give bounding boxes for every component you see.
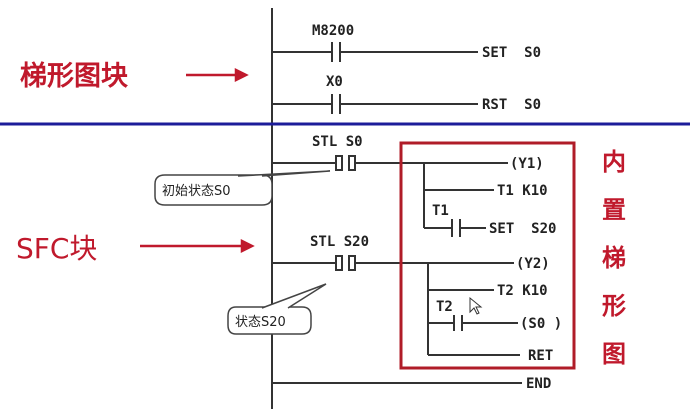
- branch-s20: [427, 263, 520, 356]
- rung-2: [272, 94, 478, 114]
- contact-label: T2: [436, 299, 453, 315]
- ladder-lines: [271, 8, 522, 409]
- arrow-icon: [186, 67, 249, 83]
- label-char: 内: [602, 148, 626, 176]
- ladder-block-label: 梯形图块: [20, 61, 129, 92]
- output-label: T1 K10: [497, 183, 548, 199]
- label-char: 图: [602, 340, 626, 368]
- output-label: (Y2): [516, 256, 550, 272]
- output-label: SET S20: [489, 221, 556, 237]
- sfc-block-label: SFC块: [16, 232, 97, 265]
- arrow-icon: [140, 238, 255, 254]
- output-label: SET S0: [482, 45, 541, 61]
- stl-contact-s20: [335, 255, 343, 271]
- built-in-ladder-label: 内 置 梯 形 图: [602, 148, 626, 368]
- output-label: RET: [528, 348, 553, 364]
- callout-bubble: [227, 306, 312, 335]
- callout-bubble: [154, 174, 273, 206]
- stl-contact-s0-right: [348, 155, 356, 171]
- callout-text: 初始状态S0: [162, 184, 231, 199]
- callout-tail: [237, 170, 331, 177]
- stl-label: STL S0: [312, 134, 363, 150]
- callout-tail: [261, 283, 327, 309]
- label-char: 置: [602, 196, 626, 224]
- stl-contact-s20-right: [348, 255, 356, 271]
- contact-label: M8200: [312, 23, 354, 39]
- contact-label: X0: [326, 74, 343, 90]
- mouse-cursor-icon: [469, 296, 483, 315]
- stl-label: STL S20: [310, 234, 369, 250]
- output-label: (Y1): [510, 156, 544, 172]
- callout-text: 状态S20: [235, 315, 286, 330]
- stl-contact-s0: [335, 155, 343, 171]
- output-label: RST S0: [482, 97, 541, 113]
- output-label: T2 K10: [497, 283, 548, 299]
- rung-1: [272, 42, 478, 62]
- label-char: 形: [602, 292, 626, 320]
- built-in-ladder-box: [399, 141, 576, 370]
- output-label: END: [526, 376, 551, 392]
- label-char: 梯: [602, 244, 626, 272]
- branch-s0: [423, 163, 494, 237]
- contact-label: T1: [432, 203, 449, 219]
- output-label: (S0 ): [520, 316, 562, 332]
